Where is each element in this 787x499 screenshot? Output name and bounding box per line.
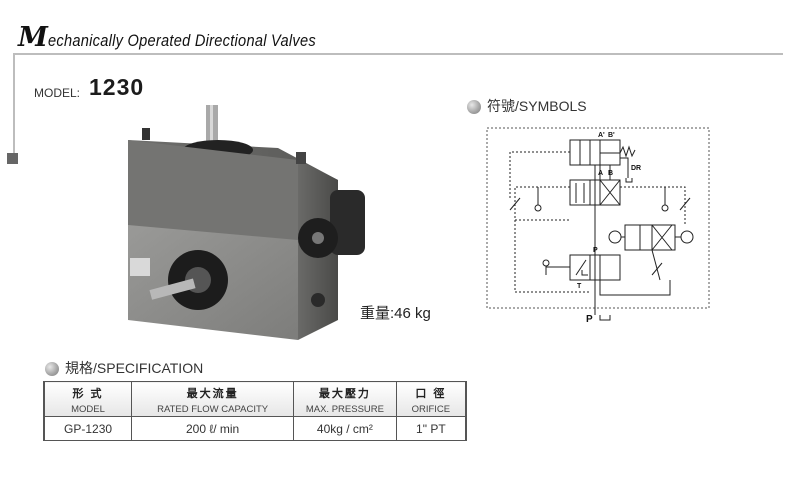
weight-info: 重量:46 kg: [360, 302, 431, 323]
product-photo: [128, 105, 365, 340]
page-title: Mechanically Operated Directional Valves: [18, 22, 359, 53]
cell-pressure: 40kg / cm²: [293, 416, 397, 441]
cell-flow: 200 ℓ/ min: [131, 416, 295, 441]
weight-label: 重量:: [360, 305, 395, 322]
svg-text:P: P: [586, 314, 593, 325]
cell-model: GP-1230: [43, 416, 133, 441]
header-flow: 最大流量 RATED FLOW CAPACITY: [131, 381, 295, 417]
specification-heading: 規格/SPECIFICATION: [45, 358, 203, 378]
specification-table: 形 式 MODEL 最大流量 RATED FLOW CAPACITY 最大壓力 …: [43, 381, 467, 441]
specification-heading-text: 規格/SPECIFICATION: [65, 360, 204, 376]
title-initial: M: [18, 22, 48, 53]
table-header-row: 形 式 MODEL 最大流量 RATED FLOW CAPACITY 最大壓力 …: [43, 381, 467, 417]
frame-left-divider: [13, 53, 15, 153]
model-label: MODEL:: [34, 86, 81, 100]
svg-text:B': B': [608, 132, 615, 139]
svg-text:A': A': [598, 132, 605, 139]
weight-value: 46 kg: [394, 305, 431, 322]
bullet-icon: [467, 100, 481, 115]
svg-text:P: P: [593, 247, 598, 254]
frame-marker-square: [7, 153, 18, 164]
svg-text:T: T: [577, 283, 582, 290]
symbols-heading: 符號/SYMBOLS: [467, 96, 587, 116]
svg-text:B: B: [608, 170, 613, 177]
model-number: 1230: [89, 74, 145, 100]
bullet-icon: [45, 362, 59, 377]
symbols-heading-text: 符號/SYMBOLS: [487, 98, 587, 114]
svg-text:DR: DR: [631, 165, 641, 172]
header-orifice: 口 徑 ORIFICE: [395, 381, 467, 417]
header-pressure: 最大壓力 MAX. PRESSURE: [293, 381, 397, 417]
cell-orifice: 1" PT: [395, 416, 467, 441]
table-row: GP-1230 200 ℓ/ min 40kg / cm² 1" PT: [43, 416, 467, 441]
title-rest: echanically Operated Directional Valves: [47, 31, 316, 50]
header-model: 形 式 MODEL: [43, 381, 133, 417]
frame-top-divider: [13, 53, 783, 55]
hydraulic-symbol-diagram: A' B' A B DR P T P: [486, 127, 710, 325]
svg-text:A: A: [598, 170, 603, 177]
